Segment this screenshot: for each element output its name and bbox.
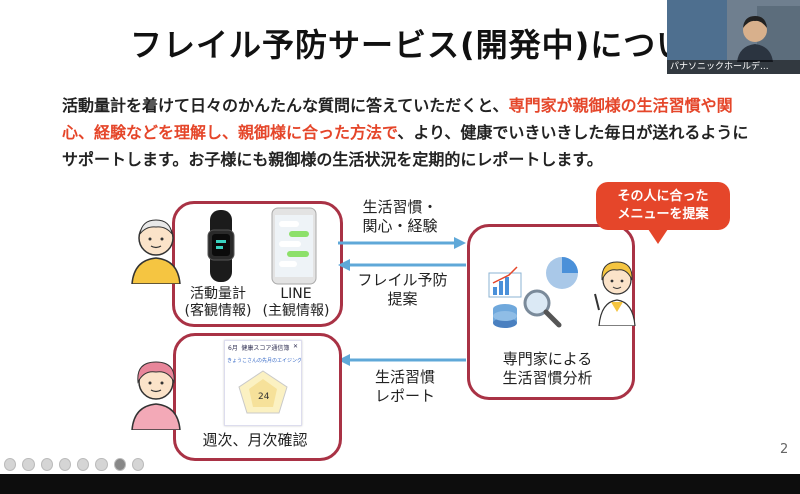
bottom-bar (0, 474, 800, 494)
video-thumbnail[interactable]: パナソニックホールデ... (667, 0, 800, 74)
intro-text: 活動量計を着けて日々のかんたんな質問に答えていただくと、専門家が親御様の生活習慣… (62, 92, 752, 173)
child-person-icon (131, 361, 181, 430)
expert-person-icon (594, 261, 636, 326)
activity-tracker-label: 活動量計 (客観情報) (184, 286, 252, 319)
arrow-report (338, 354, 466, 366)
report-card-month: 6月 (228, 345, 238, 352)
pentagon-score-chart: 24 (238, 370, 288, 414)
slide-title: フレイル予防サービス(開発中)について (130, 26, 722, 64)
intro-part-3: 、より、健康でいきいきした毎日が送れるようにサポートします。お子様にも親御様の生… (62, 123, 749, 169)
speech-bubble: その人に合った メニューを提案 (596, 182, 730, 244)
intro-part-1: 活動量計を着けて日々のかんたんな質問に答えていただくと、 (62, 96, 509, 115)
arrow-to-expert (338, 237, 466, 249)
arrow-label-proposal: フレイル予防 提案 (357, 271, 448, 308)
weekly-monthly-label: 週次、月次確認 (202, 431, 308, 449)
elderly-man-icon (131, 219, 181, 284)
line-label: LINE (主観情報) (262, 286, 330, 319)
smartphone-icon (271, 207, 317, 285)
report-card: 6月 健康スコア通信簿 ✕ きょうこさんの先月のエイジングスコア 24 (224, 340, 302, 426)
arrow-label-report: 生活習慣 レポート (374, 368, 435, 405)
slide-toolbar (0, 455, 144, 474)
report-card-subtitle: きょうこさんの先月のエイジングスコア (227, 358, 301, 364)
pen-icon[interactable] (40, 458, 53, 471)
report-card-title: 健康スコア通信簿 (241, 345, 290, 352)
back-icon[interactable] (4, 458, 17, 471)
zoom-icon[interactable] (77, 458, 90, 471)
activity-tracker-icon (207, 210, 235, 282)
participant-name: パナソニックホールデ... (667, 60, 800, 74)
forward-icon[interactable] (22, 458, 35, 471)
presenter-avatar (737, 16, 773, 62)
analysis-chart-icon (488, 257, 578, 328)
close-icon: ✕ (292, 343, 298, 350)
grid-icon[interactable] (95, 458, 108, 471)
slide: フレイル予防サービス(開発中)について 活動量計を着けて日々のかんたんな質問に答… (0, 0, 800, 474)
report-card-score: 24 (258, 392, 270, 402)
more-icon[interactable] (131, 458, 144, 471)
page-number: 2 (780, 442, 789, 457)
intro-highlight: 専門家が親御様の生活習慣や関心、経験などを理解し、親御様に合った方法で (62, 96, 733, 142)
video-icon[interactable] (113, 458, 126, 471)
expert-analysis-label: 専門家による 生活習慣分析 (502, 350, 593, 387)
arrow-label-habits: 生活習慣・ 関心・経験 (362, 198, 438, 235)
arrow-proposal (338, 259, 466, 271)
pointer-icon[interactable] (58, 458, 71, 471)
